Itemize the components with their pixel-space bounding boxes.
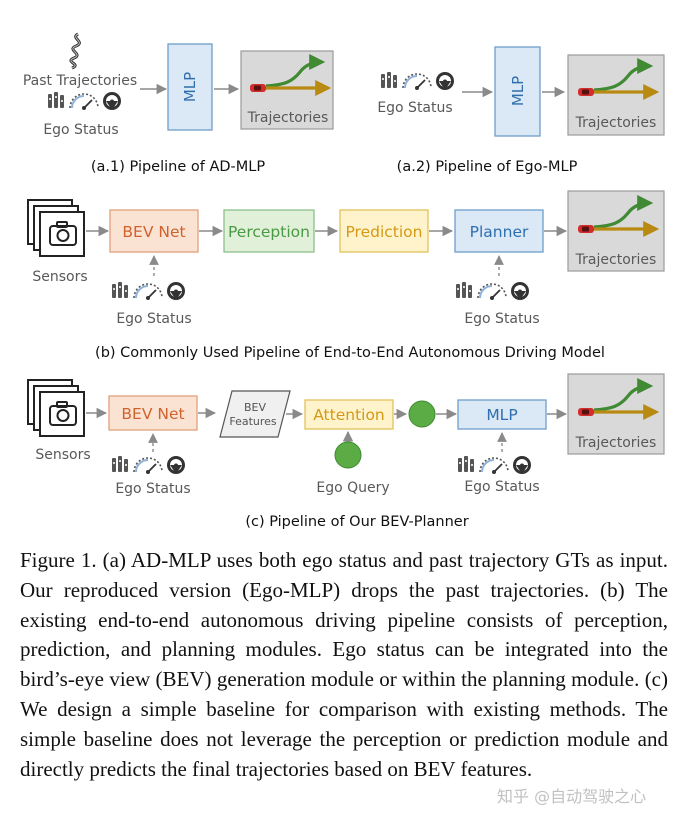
panel-b-caption: (b) Commonly Used Pipeline of End-to-End… xyxy=(95,345,605,361)
perception-box xyxy=(223,209,315,253)
mlp-box xyxy=(457,399,547,430)
panel-b: Sensors BEV Net Perception Prediction Pl… xyxy=(27,190,665,361)
output-query-circle xyxy=(408,400,436,428)
trajectories-label: Trajectories xyxy=(575,252,657,268)
mlp-box xyxy=(494,46,541,137)
figure-caption: Figure 1. (a) AD-MLP uses both ego statu… xyxy=(20,548,668,781)
mlp-label: MLP xyxy=(181,72,199,102)
sensors-camera-stack xyxy=(27,379,85,437)
bev-net-label: BEV Net xyxy=(121,405,184,423)
watermark-text: 知乎 @自动驾驶之心 xyxy=(497,787,647,806)
mlp-box xyxy=(167,43,213,131)
prediction-label: Prediction xyxy=(345,223,422,241)
ego-status-label: Ego Status xyxy=(43,122,118,138)
panel-a2-caption: (a.2) Pipeline of Ego-MLP xyxy=(397,159,578,175)
panel-a2: Ego Status MLP Trajectories (a.2) Pipeli… xyxy=(377,46,665,175)
prediction-box xyxy=(339,209,429,253)
ego-query-circle xyxy=(334,441,362,469)
trajectories-label: Trajectories xyxy=(247,110,329,126)
sensors-label: Sensors xyxy=(32,269,87,285)
planner-box xyxy=(454,209,544,253)
trajectories-label: Trajectories xyxy=(575,435,657,451)
mlp-label: MLP xyxy=(509,76,527,106)
planner-label: Planner xyxy=(470,223,529,241)
attention-label: Attention xyxy=(313,406,385,424)
panel-a1: Past Trajectories Ego Status MLP Traject… xyxy=(23,32,334,175)
sensors-label: Sensors xyxy=(35,447,90,463)
wavy-trajectory-icon xyxy=(69,32,81,70)
ego-status-label-1: Ego Status xyxy=(116,311,191,327)
panel-c: Sensors BEV Net BEV Features Attention M… xyxy=(27,373,665,530)
attention-box xyxy=(304,399,394,430)
panel-c-caption: (c) Pipeline of Our BEV-Planner xyxy=(245,514,468,530)
sensors-camera-stack xyxy=(27,199,85,257)
bev-net-box xyxy=(108,395,198,431)
perception-label: Perception xyxy=(228,223,310,241)
ego-status-label-2: Ego Status xyxy=(464,311,539,327)
bev-features-parallelogram xyxy=(219,390,291,438)
bev-net-label: BEV Net xyxy=(122,223,185,241)
panel-a1-caption: (a.1) Pipeline of AD-MLP xyxy=(91,159,265,175)
trajectories-label: Trajectories xyxy=(575,115,657,131)
bev-features-line2: Features xyxy=(229,415,277,428)
ego-status-label: Ego Status xyxy=(377,100,452,116)
bev-features-line1: BEV xyxy=(244,401,266,414)
past-trajectories-label: Past Trajectories xyxy=(23,73,137,89)
pipeline-figure: Past Trajectories Ego Status MLP Traject… xyxy=(23,32,665,530)
ego-status-label-1: Ego Status xyxy=(115,481,190,497)
mlp-label: MLP xyxy=(486,406,517,424)
ego-query-label: Ego Query xyxy=(316,480,389,496)
bev-net-box xyxy=(109,209,199,253)
ego-status-label-2: Ego Status xyxy=(464,479,539,495)
